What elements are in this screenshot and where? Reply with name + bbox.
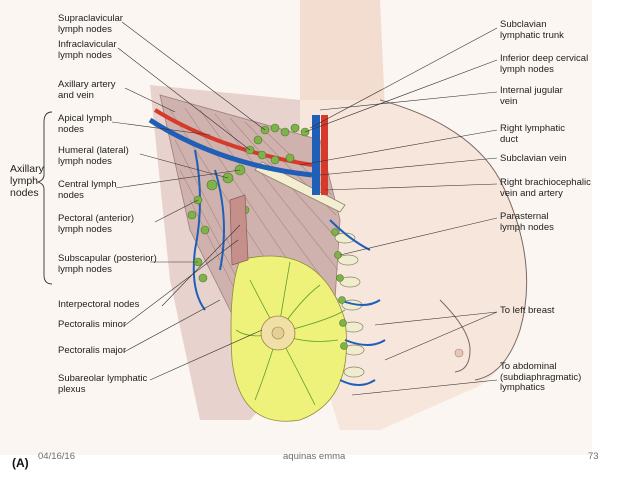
nipple: [271, 326, 285, 340]
leader-lines: [111, 21, 498, 396]
footer-date: 04/16/16: [38, 451, 75, 462]
internal-jugular-vein: [312, 115, 320, 195]
label-humeral-nodes: Humeral (lateral) lymph nodes: [58, 145, 129, 167]
label-pectoralis-minor: Pectoralis minor: [58, 319, 127, 330]
neck-skin: [300, 0, 385, 120]
label-right-brachiocephalic: Right brachiocephalic vein and artery: [500, 177, 591, 199]
lymph-nodes: [187, 123, 348, 350]
label-supraclavicular: Supraclavicular lymph nodes: [58, 13, 123, 35]
label-infraclavicular: Infraclavicular lymph nodes: [58, 39, 117, 61]
lymphatic-vessels: [192, 149, 386, 386]
pectoralis-minor-muscle: [229, 194, 249, 266]
label-axillary-artery-vein: Axillary artery and vein: [58, 79, 116, 101]
label-apical-nodes: Apical lymph nodes: [58, 113, 112, 135]
label-right-lymphatic-duct: Right lymphatic duct: [500, 123, 565, 145]
label-parasternal-nodes: Parasternal lymph nodes: [500, 211, 554, 233]
ribs: [334, 232, 365, 378]
carotid-artery: [321, 115, 328, 195]
label-subclavian-trunk: Subclavian lymphatic trunk: [500, 19, 564, 41]
label-subareolar-plexus: Subareolar lymphatic plexus: [58, 373, 148, 395]
label-to-left-breast: To left breast: [500, 305, 555, 316]
label-axillary-lymph-nodes: Axillary lymph nodes: [10, 163, 44, 199]
footer-author: aquinas emma: [283, 451, 346, 462]
label-inferior-deep-cervical: Inferior deep cervical lymph nodes: [500, 53, 589, 75]
chest-outline: [379, 99, 528, 381]
label-central-nodes: Central lymph nodes: [58, 179, 117, 201]
label-pectoral-nodes: Pectoral (anterior) lymph nodes: [58, 213, 135, 235]
label-to-abdominal: To abdominal (subdiaphragmatic) lymphati…: [500, 361, 582, 393]
right-nipple: [454, 348, 464, 358]
axillary-vein: [148, 117, 313, 178]
label-internal-jugular: Internal jugular vein: [500, 85, 563, 107]
label-interpectoral-nodes: Interpectoral nodes: [58, 299, 140, 310]
axillary-bracket: [36, 111, 53, 285]
label-subclavian-vein: Subclavian vein: [500, 153, 567, 164]
label-subscapular-nodes: Subscapular (posterior) lymph nodes: [58, 253, 157, 275]
footer-page-number: 73: [588, 451, 599, 462]
label-pectoralis-major: Pectoralis major: [58, 345, 127, 356]
panel-label: (A): [12, 456, 29, 470]
